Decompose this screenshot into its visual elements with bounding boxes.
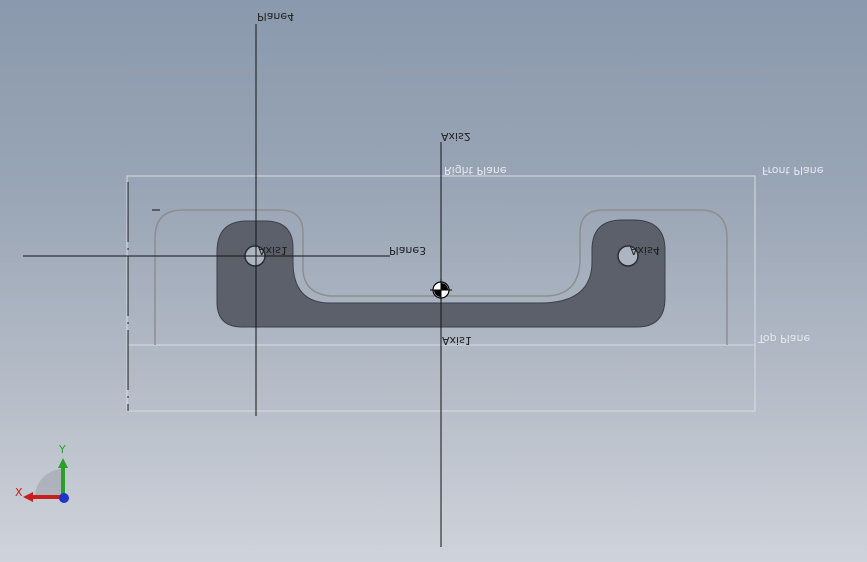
right-plane-label[interactable]: Right Plane bbox=[444, 164, 507, 177]
axis2-label[interactable]: Axis2 bbox=[441, 130, 471, 143]
axis1-hole-label[interactable]: Axis1 bbox=[258, 244, 288, 257]
triad-x-label: X bbox=[15, 486, 23, 499]
top-plane-label[interactable]: Top Plane bbox=[758, 332, 811, 345]
orientation-triad[interactable]: Y X bbox=[10, 440, 80, 510]
front-plane-label[interactable]: Front Plane bbox=[762, 164, 824, 177]
triad-graphic bbox=[23, 458, 69, 503]
construction-geometry bbox=[23, 24, 442, 547]
plane3-label[interactable]: Plane3 bbox=[389, 244, 427, 257]
origin-marker-icon[interactable] bbox=[430, 279, 452, 301]
hole-right[interactable] bbox=[617, 245, 639, 267]
plane4-label[interactable]: Plane4 bbox=[257, 10, 295, 23]
axis4-label[interactable]: Axis4 bbox=[630, 244, 660, 257]
axis1-bottom-label[interactable]: Axis1 bbox=[442, 334, 472, 347]
triad-y-label: Y bbox=[59, 443, 66, 456]
